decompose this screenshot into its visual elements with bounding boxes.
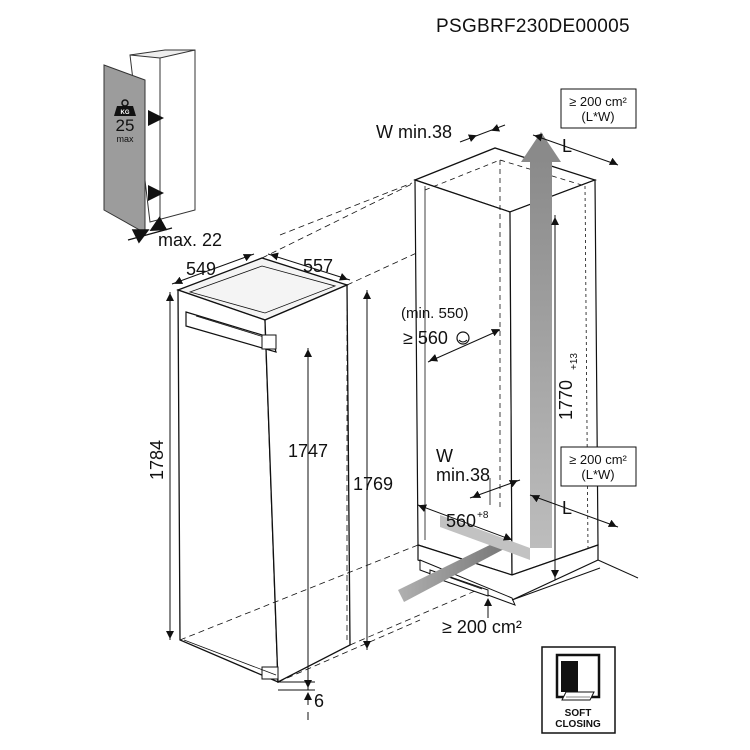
- niche-depth-min: (min. 550): [401, 305, 469, 322]
- door-weight-value: 25: [116, 116, 135, 135]
- door-weight-unit: max: [116, 134, 134, 144]
- niche-height: 1770: [556, 380, 576, 420]
- soft-closing-line1: SOFT: [565, 708, 592, 719]
- soft-closing-icon: [555, 653, 601, 701]
- door-gap-label: max. 22: [158, 230, 222, 250]
- appliance-width: 557: [303, 256, 333, 276]
- niche-drawing: [413, 147, 639, 606]
- weight-icon: KG: [114, 99, 136, 116]
- document-code: PSGBRF230DE00005: [436, 16, 630, 37]
- niche-bottom-vent-area: ≥ 200 cm²: [569, 452, 627, 467]
- appliance-depth: 549: [186, 259, 216, 279]
- weight-icon-label: KG: [121, 110, 130, 116]
- niche-width-tol: +8: [477, 510, 489, 521]
- niche-dim-L-top: L: [562, 136, 572, 156]
- niche-plinth-vent: ≥ 200 cm²: [442, 617, 522, 637]
- niche-top-gap: W min.38: [376, 122, 452, 142]
- niche-height-tol: +13: [569, 353, 580, 370]
- appliance-bottom-offset: 6: [314, 691, 324, 711]
- niche-top-vent-area: ≥ 200 cm²: [569, 94, 627, 109]
- niche-bottom-vent-formula: (L*W): [581, 467, 614, 482]
- projection-lines: [179, 179, 513, 683]
- appliance-drawing: [176, 257, 351, 684]
- smiley-icon: [456, 331, 470, 345]
- niche-width: 560: [446, 511, 476, 531]
- appliance-dimensions: 549 557 1784 1747 1769 6: [147, 252, 393, 720]
- niche-bottom-gap-w: W: [436, 446, 453, 466]
- niche-dim-L-bottom: L: [562, 498, 572, 518]
- airflow-arrows: [398, 132, 561, 602]
- appliance-height-total: 1784: [147, 440, 167, 480]
- soft-closing-line2: CLOSING: [555, 719, 601, 730]
- niche-depth-rec: ≥ 560: [403, 328, 448, 348]
- niche-bottom-gap-min: min.38: [436, 465, 490, 485]
- niche-dimensions: W min.38 ≥ 200 cm² (L*W) L (min. 550) ≥ …: [376, 88, 637, 637]
- niche-top-vent-formula: (L*W): [581, 109, 614, 124]
- appliance-height-door: 1769: [353, 474, 393, 494]
- soft-closing-badge: SOFT CLOSING: [541, 646, 616, 734]
- appliance-height-inner: 1747: [288, 441, 328, 461]
- door-weight-sketch: KG 25 max max. 22: [103, 49, 222, 250]
